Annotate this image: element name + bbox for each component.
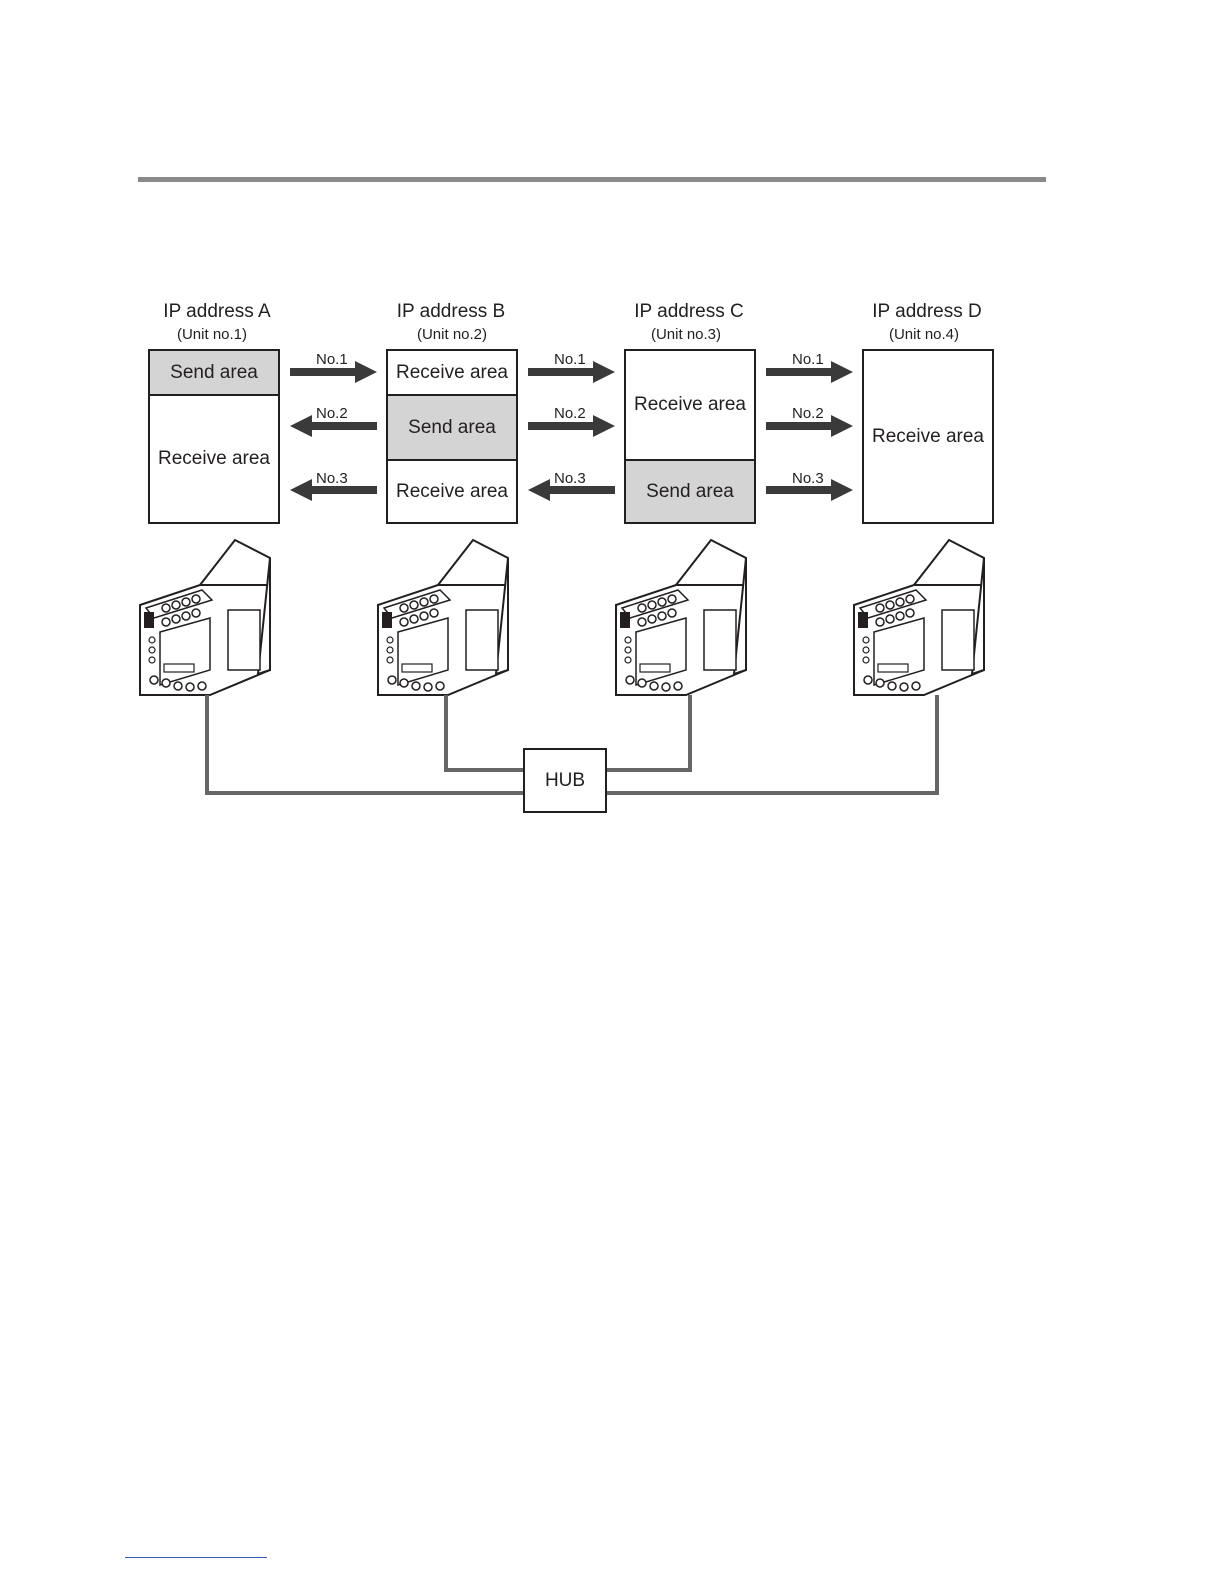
footer-link-underline <box>125 1557 267 1558</box>
plc-unit-d <box>854 540 984 695</box>
arrow-ba-no3 <box>290 479 377 501</box>
arrow-cd-no2 <box>766 415 853 437</box>
hub-label: HUB <box>524 749 606 812</box>
arrow-bc-no2 <box>528 415 615 437</box>
plc-unit-b <box>378 540 508 695</box>
arrow-cb-no3 <box>528 479 615 501</box>
plc-unit-a <box>140 540 270 695</box>
arrow-ba-no2 <box>290 415 377 437</box>
arrow-bc-no1 <box>528 361 615 383</box>
arrow-cd-no1 <box>766 361 853 383</box>
plc-unit-c <box>616 540 746 695</box>
arrow-cd-no3 <box>766 479 853 501</box>
arrow-ab-no1 <box>290 361 377 383</box>
